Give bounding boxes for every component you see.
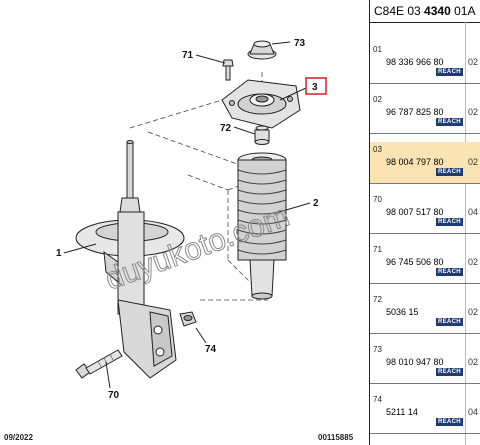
row-quantity: 02 — [468, 307, 479, 317]
row-quantity: 02 — [468, 157, 479, 167]
row-quantity: 02 — [468, 57, 479, 67]
row-part-reference: 98 007 517 80 — [386, 207, 444, 217]
top-mount-cap-73 — [247, 40, 277, 60]
row-position-number: 01 — [373, 45, 382, 54]
row-position-number: 71 — [373, 245, 382, 254]
callout-3-highlight-box — [305, 77, 327, 95]
row-part-reference: 96 745 506 80 — [386, 257, 444, 267]
row-position-number: 70 — [373, 195, 382, 204]
row-part-reference: 98 010 947 80 — [386, 357, 444, 367]
flange-nut-74 — [179, 311, 197, 327]
row-quantity: 02 — [468, 107, 479, 117]
row-part-reference: 96 787 825 80 — [386, 107, 444, 117]
header-bold-code: 4340 — [424, 4, 451, 18]
row-position-number: 72 — [373, 295, 382, 304]
row-quantity: 02 — [468, 257, 479, 267]
footer-date: 09/2022 — [4, 433, 33, 442]
shock-absorber-strut-1 — [75, 140, 185, 379]
header-suffix: 01A — [454, 4, 476, 18]
bump-stop-72 — [254, 125, 270, 145]
row-part-reference: 98 336 966 80 — [386, 57, 444, 67]
row-part-reference: 5036 15 — [386, 307, 419, 317]
callout-2: 2 — [313, 198, 319, 209]
callout-74: 74 — [205, 344, 217, 355]
reach-badge: REACH — [436, 268, 463, 276]
row-position-number: 74 — [373, 395, 382, 404]
row-position-number: 03 — [373, 145, 382, 154]
callout-3: 3 — [312, 82, 318, 93]
top-mount-plate-3 — [221, 79, 301, 129]
reach-badge: REACH — [436, 118, 463, 126]
leader-lines — [63, 41, 311, 389]
callout-1: 1 — [56, 248, 62, 259]
stud-nut-71 — [222, 59, 234, 81]
reach-badge: REACH — [436, 318, 463, 326]
reach-badge: REACH — [436, 218, 463, 226]
exploded-parts-diagram: 71 73 3 72 2 1 74 70 duyukoto.com 09/202… — [4, 38, 354, 442]
row-part-reference: 5211 14 — [386, 407, 418, 417]
row-quantity: 02 — [468, 357, 479, 367]
row-position-number: 02 — [373, 95, 382, 104]
reach-badge: REACH — [436, 368, 463, 376]
reach-badge: REACH — [436, 168, 463, 176]
row-part-reference: 98 004 797 80 — [386, 157, 444, 167]
header-prefix: C84E 03 — [374, 4, 421, 18]
row-quantity: 04 — [468, 407, 479, 417]
footer-code: 00115885 — [318, 433, 354, 442]
reach-badge: REACH — [436, 68, 463, 76]
parts-list-header: C84E 03 4340 01A — [370, 0, 480, 23]
parts-list-row[interactable]: 72 5036 15 REACH 02 — [370, 292, 480, 334]
reach-badge: REACH — [436, 418, 463, 426]
callout-73: 73 — [294, 38, 306, 49]
parts-list-row[interactable]: 74 5211 14 REACH 04 — [370, 392, 480, 434]
callout-72: 72 — [220, 123, 232, 134]
dust-boot-2 — [237, 152, 287, 300]
bolt-70 — [75, 349, 123, 379]
callout-71: 71 — [182, 50, 194, 61]
row-quantity: 04 — [468, 207, 479, 217]
callout-70: 70 — [108, 390, 120, 401]
row-position-number: 73 — [373, 345, 382, 354]
